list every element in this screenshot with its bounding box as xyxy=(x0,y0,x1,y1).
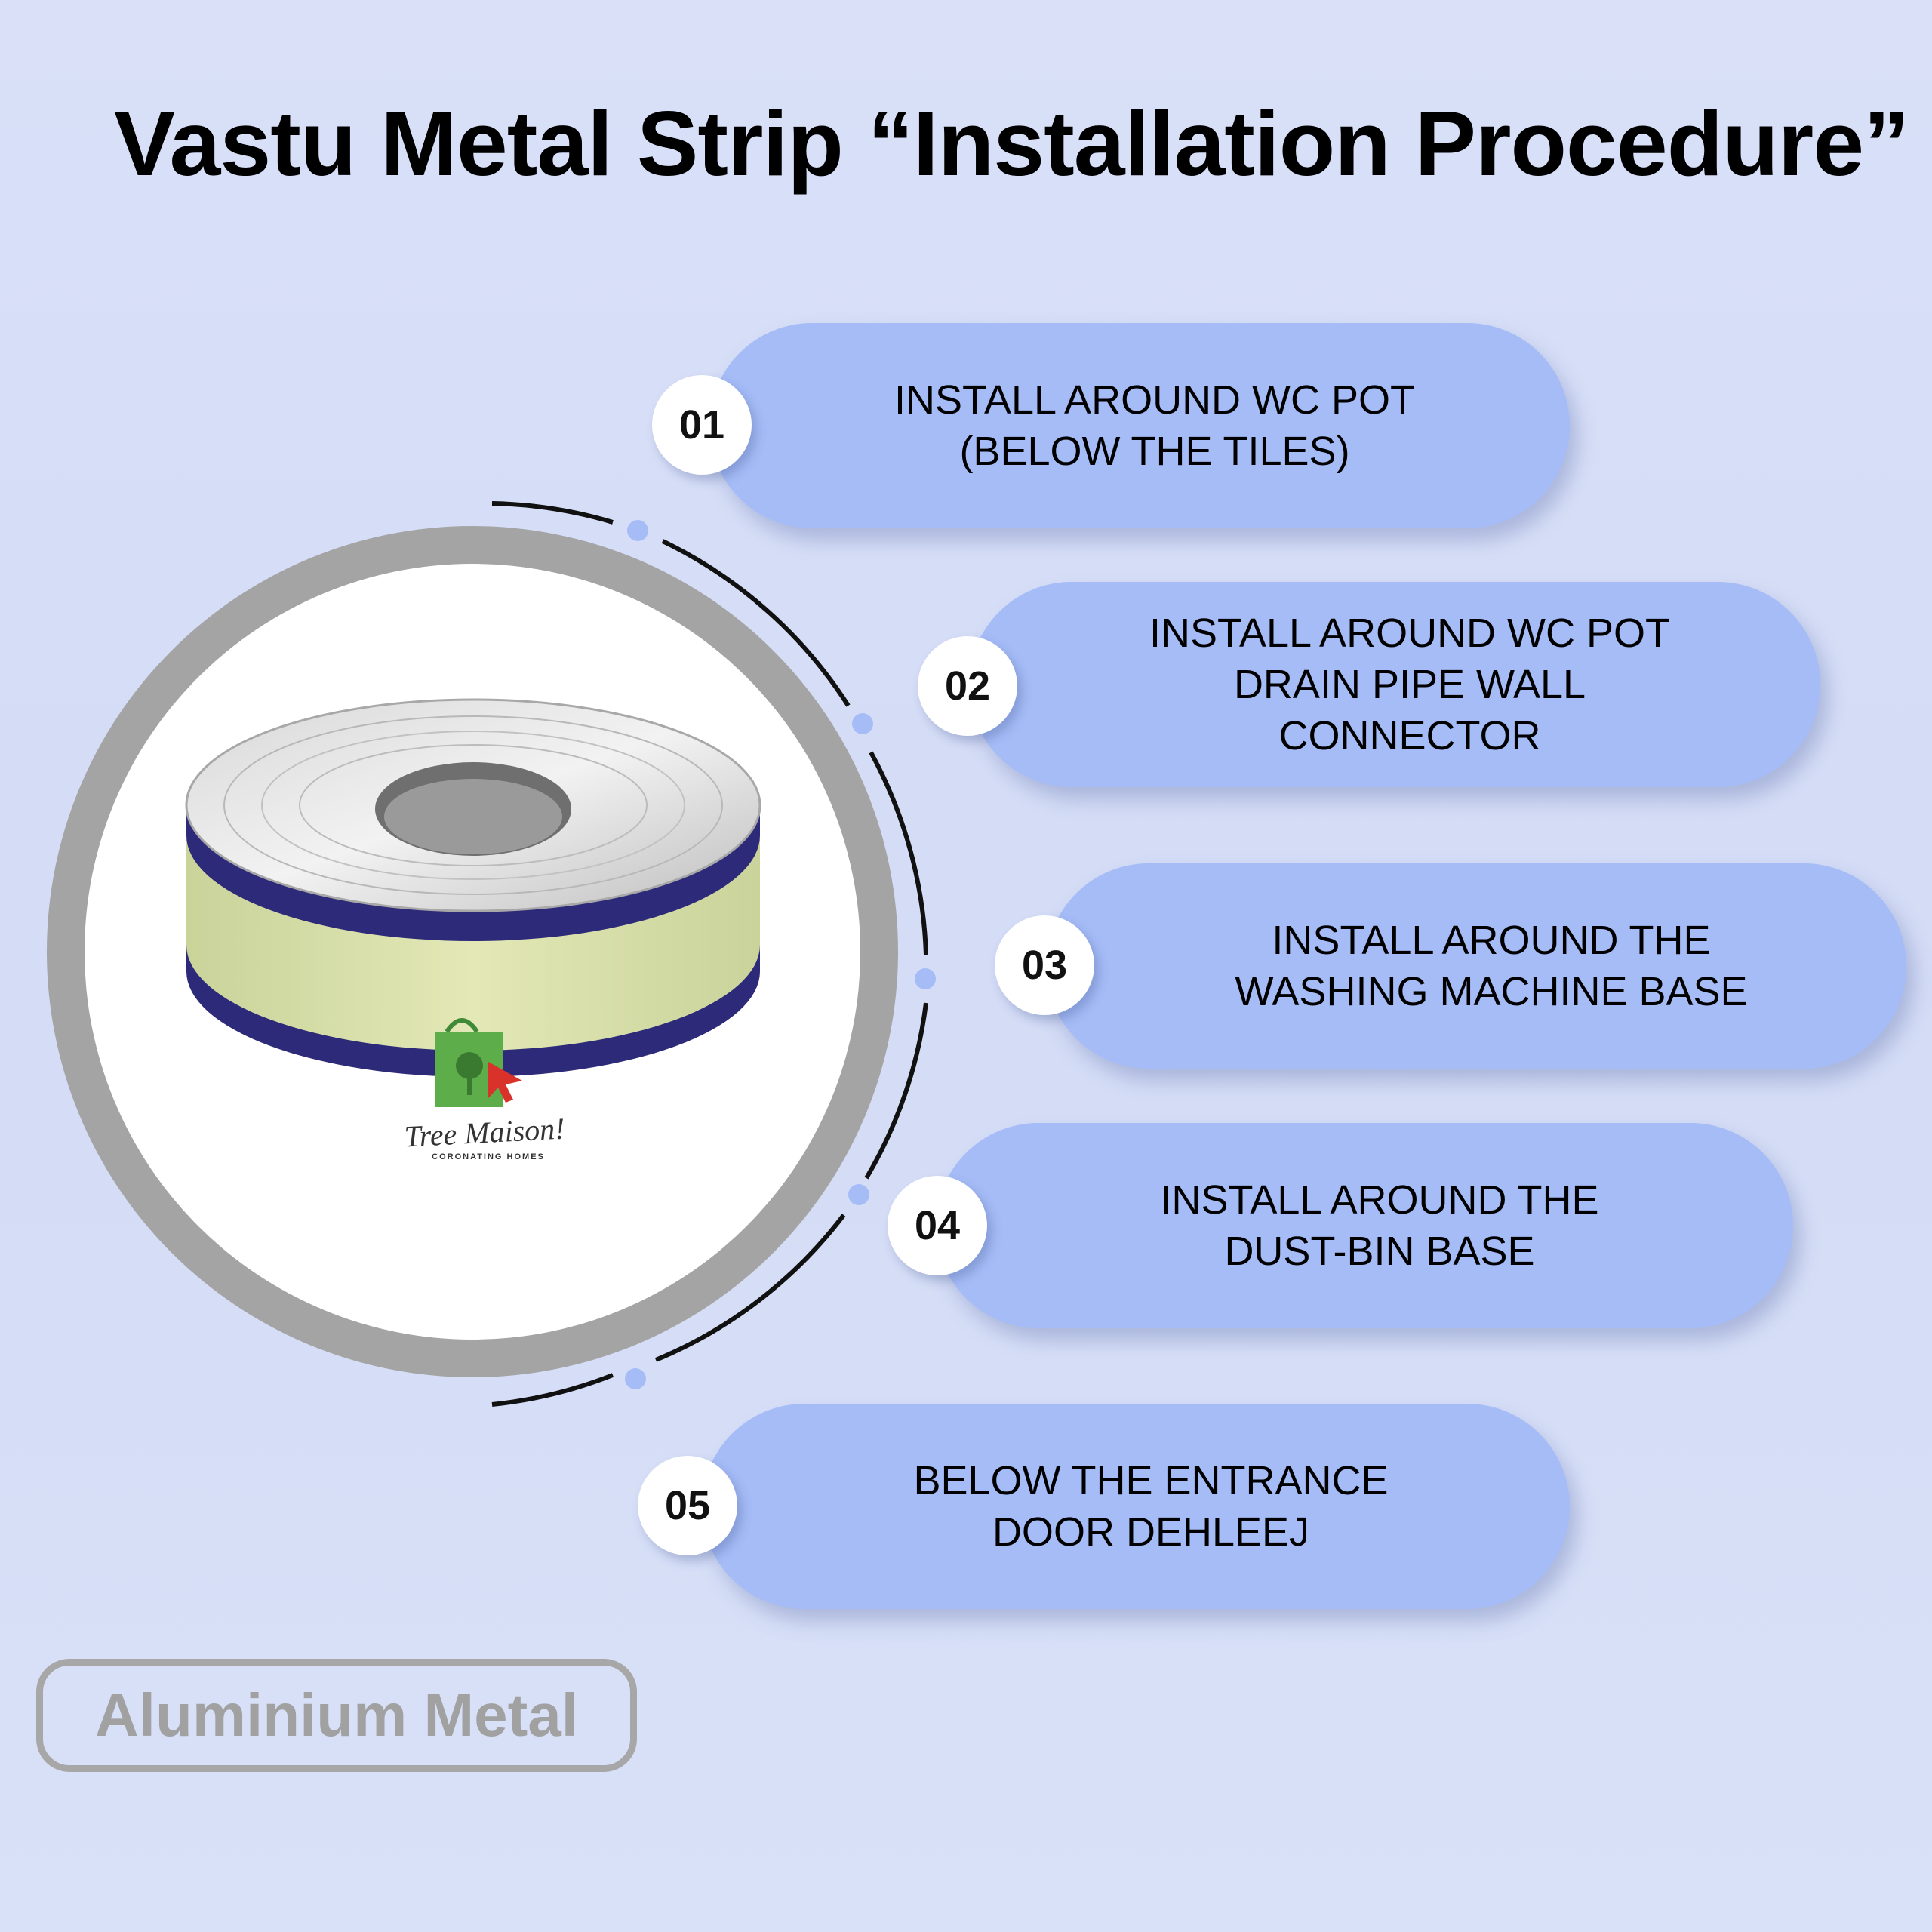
arc-dot xyxy=(625,1368,646,1389)
tree-icon xyxy=(456,1052,483,1079)
arc-segment xyxy=(491,501,614,525)
material-tag: Aluminium Metal xyxy=(36,1659,637,1772)
brand-tagline: CORONATING HOMES xyxy=(432,1152,545,1161)
step-4-number-badge: 04 xyxy=(888,1176,987,1275)
arc-dot xyxy=(915,968,936,989)
step-3-text: INSTALL AROUND THE WASHING MACHINE BASE xyxy=(1235,918,1748,1014)
step-2: INSTALL AROUND WC POT DRAIN PIPE WALL CO… xyxy=(969,582,1820,787)
arc-segment xyxy=(869,751,928,955)
arc-segment xyxy=(864,1002,928,1180)
arc-dot xyxy=(848,1184,869,1205)
arc-segment xyxy=(661,539,851,707)
step-1: INSTALL AROUND WC POT (BELOW THE TILES) xyxy=(709,323,1570,528)
step-3: INSTALL AROUND THE WASHING MACHINE BASE xyxy=(1046,863,1906,1069)
step-5-number-badge: 05 xyxy=(638,1456,737,1555)
step-5: BELOW THE ENTRANCE DOOR DEHLEEJ xyxy=(702,1404,1570,1609)
page-title: Vastu Metal Strip “Installation Procedur… xyxy=(113,92,1909,195)
cursor-arrow-icon xyxy=(488,1062,522,1103)
step-4: INSTALL AROUND THE DUST-BIN BASE xyxy=(936,1123,1793,1328)
step-2-text: INSTALL AROUND WC POT DRAIN PIPE WALL CO… xyxy=(1149,611,1671,758)
arc-segment xyxy=(654,1214,846,1362)
step-3-number-badge: 03 xyxy=(995,915,1094,1015)
step-5-text: BELOW THE ENTRANCE DOOR DEHLEEJ xyxy=(913,1458,1389,1555)
product-image: Tree Maison! CORONATING HOMES xyxy=(85,564,860,1340)
arc-dot xyxy=(852,713,873,734)
shopping-bag-icon xyxy=(445,1018,479,1033)
step-1-text: INSTALL AROUND WC POT (BELOW THE TILES) xyxy=(894,377,1416,474)
step-1-number-badge: 01 xyxy=(652,375,752,475)
step-2-number-badge: 02 xyxy=(918,636,1017,736)
step-4-text: INSTALL AROUND THE DUST-BIN BASE xyxy=(1160,1177,1599,1274)
product-frame: Tree Maison! CORONATING HOMES xyxy=(47,526,898,1377)
arc-segment xyxy=(491,1373,614,1407)
arc-dot xyxy=(627,520,648,541)
tree-icon xyxy=(467,1075,472,1095)
brand-logo xyxy=(417,1009,537,1122)
